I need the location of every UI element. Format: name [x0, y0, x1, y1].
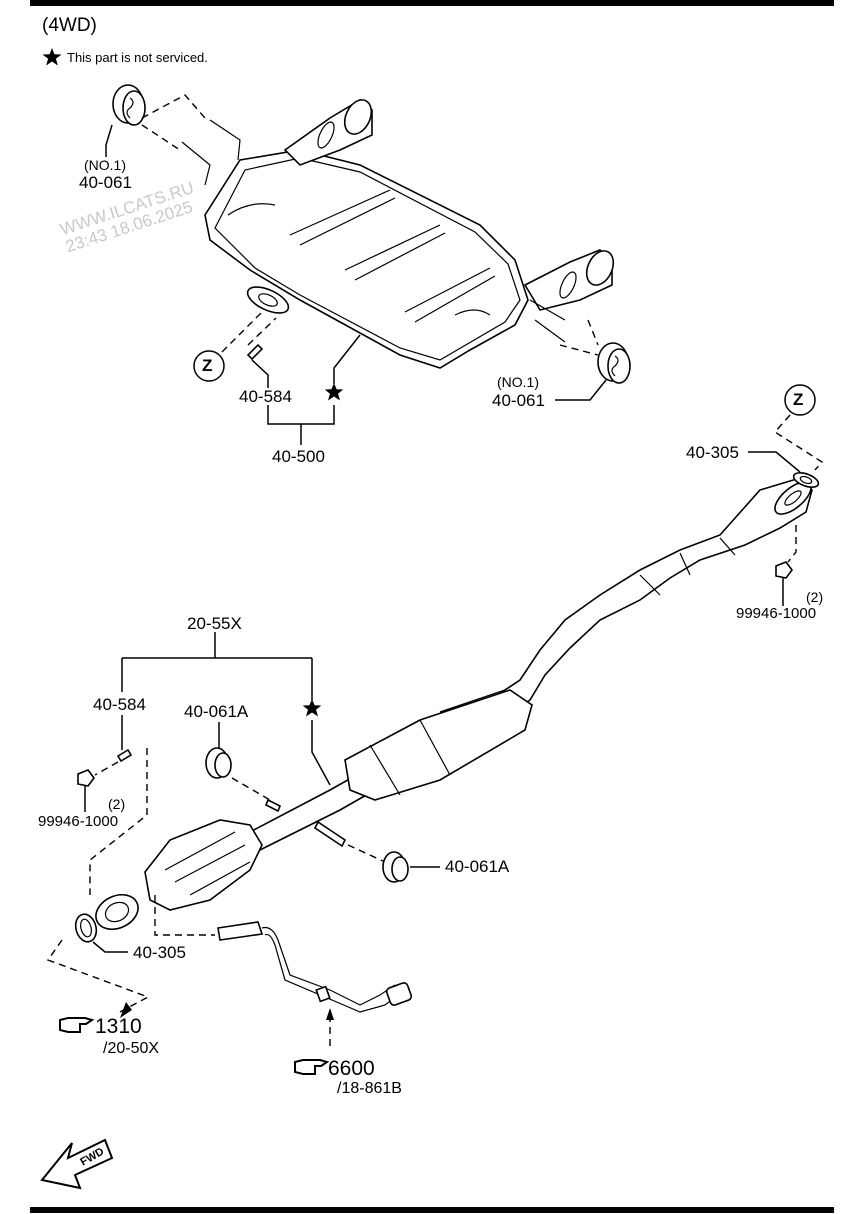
nut-rear[interactable] — [775, 561, 793, 579]
stud-front-dash — [94, 761, 119, 776]
front-catalytic-converter — [144, 819, 263, 911]
rubber-hanger-a-upper[interactable] — [205, 747, 232, 779]
leader-40-584-top — [251, 359, 269, 388]
callout-40-305-front[interactable]: 40-305 — [133, 943, 186, 962]
reference-sub-20-50x[interactable]: /20-50X — [103, 1040, 160, 1057]
leader-40-061-right — [555, 379, 607, 401]
callout-40-061-right[interactable]: 40-061 — [492, 391, 545, 410]
front-flange — [95, 893, 139, 931]
rubber-hanger-no1-upper[interactable] — [112, 84, 146, 126]
callout-40-500[interactable]: 40-500 — [272, 447, 325, 466]
leader-front-star — [311, 720, 331, 786]
hanger-rod-lower — [313, 820, 347, 848]
reference-section-1310[interactable]: 1310 — [95, 1015, 142, 1038]
main-pipe[interactable] — [230, 477, 813, 864]
reference-z-top: Z — [202, 356, 213, 375]
callout-99946-1000-front[interactable]: 99946-1000 — [38, 813, 119, 830]
star-icon — [42, 48, 62, 66]
bracket-20-55x — [121, 632, 313, 700]
front-dash-down — [46, 939, 150, 1013]
gasket-front[interactable] — [73, 912, 100, 944]
top-border-bar — [30, 0, 834, 6]
arrow-down-icon — [120, 1002, 132, 1018]
muffler-inlet-flange — [246, 286, 290, 314]
callout-40-061-upper[interactable]: 40-061 — [79, 173, 132, 192]
nut-front[interactable] — [77, 769, 95, 787]
nut-rear-dash — [787, 525, 797, 563]
hanger-dash-lines-right — [559, 319, 599, 356]
callout-qualifier-40-061-right: (NO.1) — [497, 374, 539, 390]
callout-20-55x[interactable]: 20-55X — [187, 614, 242, 633]
legend-text: This part is not serviced. — [67, 49, 208, 65]
qty-99946-front: (2) — [108, 796, 126, 812]
reference-z-right: Z — [793, 390, 804, 409]
leader-muffler-star — [333, 334, 361, 384]
tailpipe-upper — [283, 99, 373, 166]
forward-arrow-icon — [40, 1138, 114, 1190]
z-dash-lines-top — [221, 311, 277, 353]
callout-40-061a-upper[interactable]: 40-061A — [184, 702, 249, 721]
gasket-rear[interactable] — [792, 470, 821, 490]
callout-99946-1000-rear[interactable]: 99946-1000 — [736, 605, 817, 622]
star-icon — [302, 699, 322, 717]
hanger-a-lower-dash — [347, 844, 386, 863]
arrow-up-icon — [326, 1008, 334, 1020]
pointing-hand-icon — [294, 1059, 330, 1075]
callout-40-061a-lower[interactable]: 40-061A — [445, 857, 510, 876]
callout-40-584-front[interactable]: 40-584 — [93, 695, 146, 714]
rubber-hanger-no1-right[interactable] — [597, 342, 631, 384]
qty-99946-rear: (2) — [806, 589, 824, 605]
muffler-hanger-rods-front — [181, 119, 241, 186]
variant-title: (4WD) — [42, 15, 97, 36]
reference-section-6600[interactable]: 6600 — [328, 1057, 375, 1080]
hanger-dash-lines-upper — [141, 94, 206, 151]
star-icon — [324, 383, 344, 401]
rubber-hanger-a-lower[interactable] — [382, 851, 409, 883]
center-converter — [344, 689, 533, 801]
bottom-border-bar — [30, 1207, 834, 1213]
leader-40-305-rear — [748, 451, 801, 473]
tailpipe-lower — [523, 249, 615, 311]
leader-40-305-front — [92, 941, 128, 953]
reference-z-circle-top — [193, 350, 225, 382]
hanger-a-upper-dash — [231, 777, 271, 801]
stud-muffler — [246, 343, 264, 361]
callout-40-584-muffler[interactable]: 40-584 — [239, 387, 292, 406]
leader-40-061-upper — [105, 124, 113, 157]
stud-front — [116, 748, 133, 763]
rear-muffler[interactable] — [204, 149, 529, 369]
reference-z-circle-right — [784, 384, 816, 416]
front-dash-sensor — [154, 895, 215, 936]
legend: This part is not serviced. — [42, 48, 208, 66]
oxygen-sensor[interactable] — [217, 921, 413, 1013]
callout-40-305-rear[interactable]: 40-305 — [686, 443, 739, 462]
front-dash-left — [89, 748, 148, 895]
pointing-hand-icon — [59, 1017, 95, 1033]
reference-sub-18-861b[interactable]: /18-861B — [337, 1080, 402, 1097]
hanger-rod-upper — [264, 798, 282, 813]
callout-qualifier-40-061-upper: (NO.1) — [84, 157, 126, 173]
muffler-hanger-rods-rear — [529, 299, 566, 343]
bracket-40-500 — [267, 405, 335, 425]
z-dash-lines-right — [773, 414, 824, 471]
